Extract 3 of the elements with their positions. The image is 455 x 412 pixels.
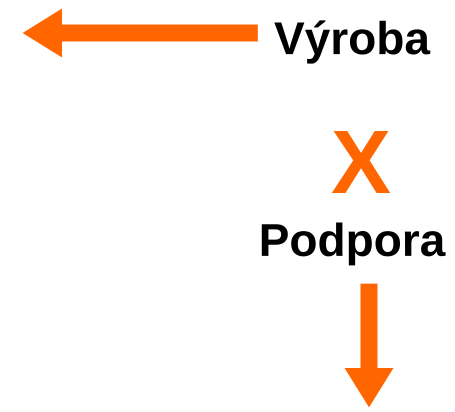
cross-symbol: X [332,131,390,193]
text-label: Výroba [274,20,430,64]
text-label: Podpora [262,222,446,266]
